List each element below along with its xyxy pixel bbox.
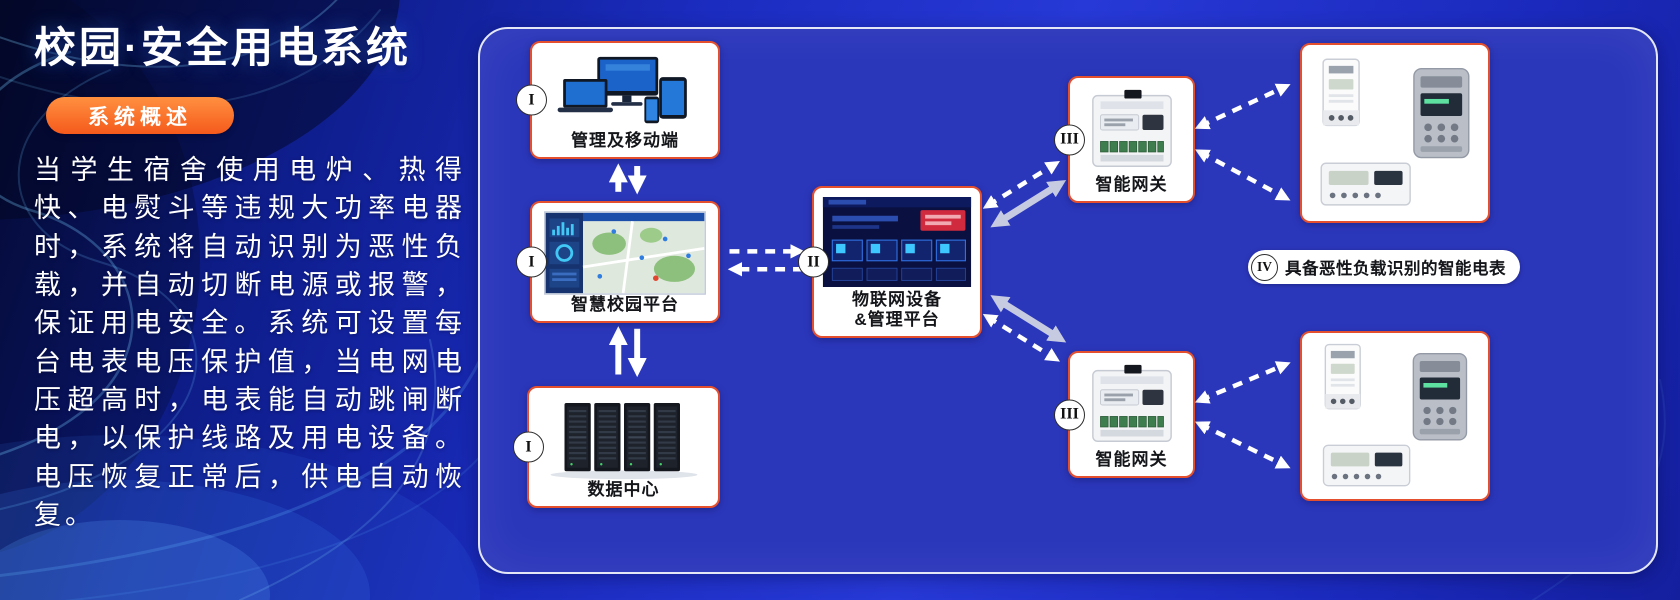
- node-label-iot-line1: 物联网设备: [852, 289, 942, 309]
- node-iot-platform: II: [798, 186, 982, 338]
- numeral-text: III: [1060, 130, 1079, 148]
- numeral-badge-datacenter: I: [513, 431, 544, 463]
- numeral-badge-gateway-top: III: [1054, 124, 1085, 155]
- numeral-text: II: [807, 253, 820, 270]
- node-label-management: 管理及移动端: [571, 131, 679, 151]
- node-label-campus: 智慧校园平台: [571, 295, 679, 315]
- diagram-panel: I 管理及移动端: [478, 27, 1658, 574]
- node-gateway-bottom: III: [1054, 351, 1195, 478]
- numeral-text: IV: [1256, 259, 1272, 274]
- iot-dashboard-illustration: [820, 195, 974, 290]
- numeral-badge-meter: IV: [1251, 253, 1278, 281]
- node-label-datacenter: 数据中心: [587, 480, 660, 500]
- node-campus-platform: I: [516, 201, 720, 323]
- system-description: 当学生宿舍使用电炉、热得快、电熨斗等违规大功率电器时，系统将自动识别为恶性负载，…: [34, 155, 466, 530]
- numeral-badge-management: I: [516, 84, 547, 116]
- din-gateway-illustration: [1076, 360, 1187, 450]
- numeral-badge-gateway-bottom: III: [1054, 399, 1085, 430]
- intro-panel: 校园·安全用电系统 系统概述 当学生宿舍使用电炉、热得快、电熨斗等违规大功率电器…: [34, 14, 466, 534]
- smart-meters-illustration: [1308, 339, 1482, 493]
- node-label-iot-line2: &管理平台: [854, 310, 940, 330]
- page-title: 校园·安全用电系统: [34, 24, 411, 71]
- numeral-badge-campus: I: [516, 246, 547, 278]
- meter-note-pill: IV 具备恶性负载识别的智能电表: [1248, 250, 1520, 284]
- numeral-text: I: [528, 253, 535, 270]
- dashboard-map-illustration: [538, 210, 712, 295]
- node-data-center: I: [513, 386, 720, 508]
- numeral-text: III: [1060, 405, 1079, 423]
- server-racks-illustration: [535, 395, 712, 480]
- node-label-gateway-top: 智能网关: [1095, 175, 1168, 195]
- overview-badge-label: 系统概述: [88, 105, 192, 129]
- node-label-iot: 物联网设备 &管理平台: [852, 290, 942, 331]
- node-management-terminal: I 管理及移动端: [516, 41, 720, 159]
- smart-meters-illustration: [1308, 51, 1482, 215]
- multi-device-illustration: [538, 50, 712, 131]
- din-gateway-illustration: [1076, 85, 1187, 175]
- node-gateway-top: III: [1054, 76, 1195, 203]
- meter-note-label: 具备恶性负载识别的智能电表: [1285, 260, 1506, 278]
- node-label-gateway-bottom: 智能网关: [1095, 450, 1168, 470]
- numeral-text: I: [528, 91, 535, 108]
- numeral-text: I: [525, 438, 532, 455]
- node-meters-top: [1300, 43, 1490, 223]
- node-meters-bottom: [1300, 331, 1490, 501]
- overview-badge: 系统概述: [46, 97, 234, 134]
- numeral-badge-iot: II: [798, 246, 829, 278]
